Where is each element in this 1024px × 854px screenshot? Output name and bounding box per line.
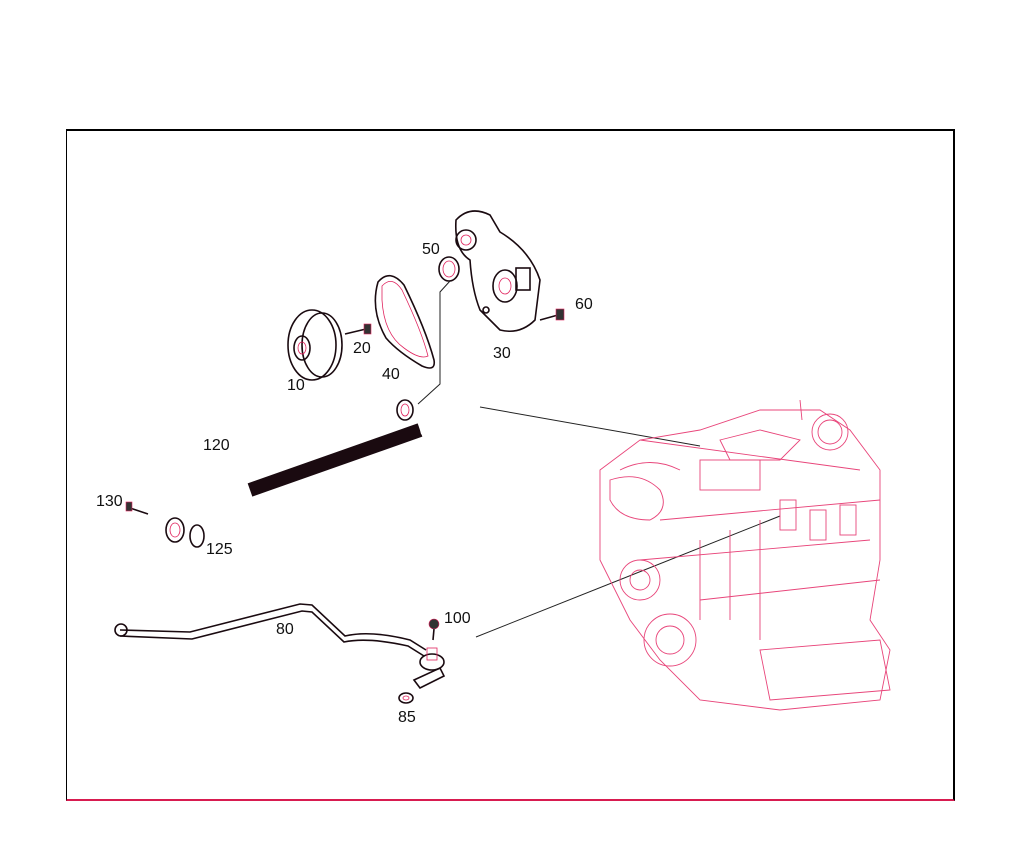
part-20-bolt[interactable] (344, 323, 372, 335)
part-60-bolt[interactable] (539, 308, 565, 321)
part-130-bolt[interactable] (125, 501, 149, 515)
callout-100[interactable]: 100 (444, 610, 471, 627)
callout-20[interactable]: 20 (353, 340, 371, 357)
part-80-connector[interactable] (412, 647, 446, 690)
part-30-cover[interactable] (454, 210, 541, 333)
part-125-o-ring[interactable] (189, 524, 205, 548)
part-80-vent-line[interactable] (114, 603, 427, 657)
part-85-seal[interactable] (398, 692, 414, 704)
callout-80[interactable]: 80 (276, 621, 294, 638)
callout-120[interactable]: 120 (203, 437, 230, 454)
engine-assembly-illustration (599, 399, 891, 711)
callout-10[interactable]: 10 (287, 377, 305, 394)
callout-130[interactable]: 130 (96, 493, 123, 510)
callout-125[interactable]: 125 (206, 541, 233, 558)
callout-60[interactable]: 60 (575, 296, 593, 313)
part-40-belt[interactable] (374, 274, 436, 369)
part-10-pulley[interactable] (287, 309, 343, 381)
callout-30[interactable]: 30 (493, 345, 511, 362)
callout-85[interactable]: 85 (398, 709, 416, 726)
callout-50[interactable]: 50 (422, 241, 440, 258)
part-120-breather-hose[interactable] (152, 399, 439, 543)
leader-lines (417, 280, 781, 638)
part-100-bolt[interactable] (428, 618, 440, 641)
callout-40[interactable]: 40 (382, 366, 400, 383)
diagram-frame (66, 129, 955, 801)
part-50-seal-ring[interactable] (438, 256, 460, 282)
